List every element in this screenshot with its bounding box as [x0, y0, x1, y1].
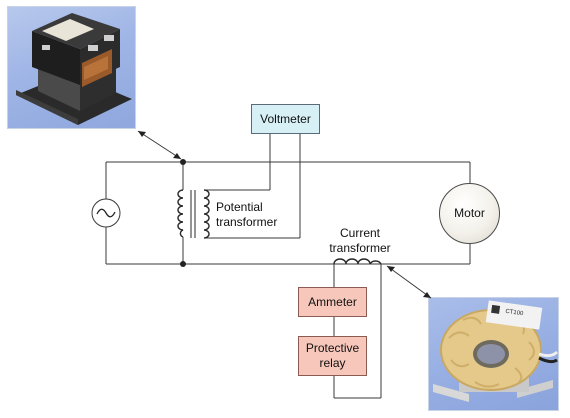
junction-dot-top	[180, 159, 186, 165]
relay-label-line2: relay	[319, 356, 346, 370]
motor-label: Motor	[454, 206, 485, 220]
relay-label-line1: Protective	[305, 341, 360, 355]
ct-label-line2: transformer	[329, 241, 391, 255]
potential-transformer-picture	[16, 13, 132, 125]
ammeter-box: Ammeter	[298, 287, 367, 317]
ct-pointer-arrowhead-a	[387, 266, 395, 272]
pt-label-line2: transformer	[216, 215, 278, 229]
junction-dot-bottom	[180, 261, 186, 267]
ct-model-label: CT100	[505, 309, 524, 318]
ct-photo-pointer	[386, 265, 432, 299]
current-transformer-coil-icon	[333, 258, 382, 265]
protective-relay-box: Protective relay	[298, 336, 367, 376]
voltmeter-label: Voltmeter	[260, 111, 311, 126]
junction-dot-icon	[180, 159, 186, 267]
pt-photo-pointer	[137, 130, 182, 160]
pt-label-line1: Potential	[216, 200, 263, 214]
potential-transformer-photo	[7, 6, 136, 129]
current-transformer-picture: CT100	[433, 300, 558, 402]
voltmeter-box: Voltmeter	[251, 104, 320, 134]
current-transformer-label: Current transformer	[320, 226, 400, 256]
current-transformer-photo: CT100	[428, 297, 559, 411]
ammeter-label: Ammeter	[308, 294, 357, 309]
ct-label-line1: Current	[339, 226, 380, 240]
pt-pointer-arrowhead-a	[138, 131, 146, 137]
potential-transformer-coil-icon	[177, 189, 210, 239]
motor-symbol: Motor	[439, 183, 500, 244]
potential-transformer-label: Potential transformer	[216, 200, 277, 230]
ac-source-icon	[91, 198, 121, 228]
ct-pointer-arrowhead-b	[423, 292, 431, 298]
pt-pointer-arrowhead-b	[173, 153, 181, 159]
